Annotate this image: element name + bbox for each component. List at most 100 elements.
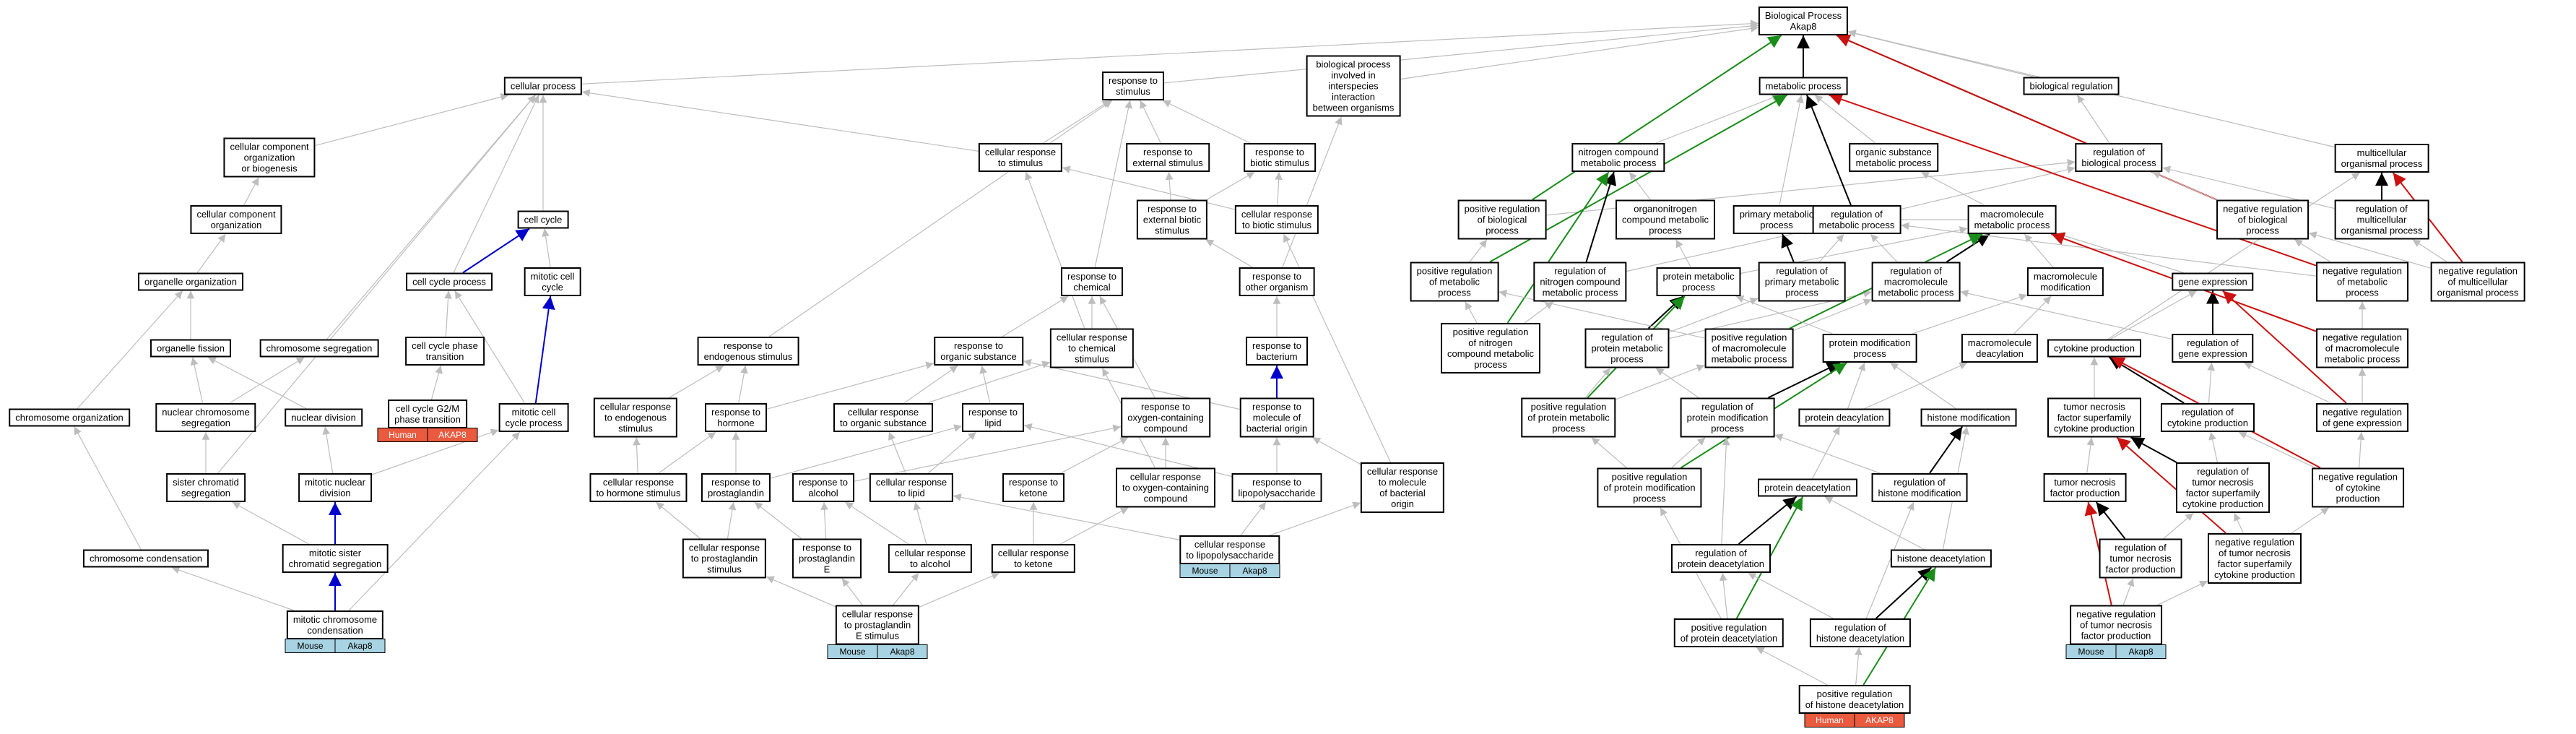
go-term-cellular-response-to-biotic-stimulus[interactable]: cellular response to biotic stimulus bbox=[1234, 205, 1319, 234]
go-term-macromolecule-modification[interactable]: macromolecule modification bbox=[2026, 267, 2104, 296]
go-term-macromolecule-metabolic-process[interactable]: macromolecule metabolic process bbox=[1967, 205, 2057, 234]
go-term-organic-substance-metabolic-process[interactable]: organic substance metabolic process bbox=[1849, 143, 1938, 172]
go-term-cellular-response-to-stimulus[interactable]: cellular response to stimulus bbox=[978, 143, 1063, 172]
go-term-response-to-other-organism[interactable]: response to other organism bbox=[1239, 267, 1315, 296]
go-term-response-to-endogenous-stimulus[interactable]: response to endogenous stimulus bbox=[697, 337, 799, 366]
go-term-mitotic-chromosome-condensation[interactable]: mitotic chromosome condensation bbox=[286, 610, 384, 639]
go-term-response-to-external-stimulus[interactable]: response to external stimulus bbox=[1126, 143, 1210, 172]
go-term-response-to-hormone[interactable]: response to hormone bbox=[705, 403, 767, 432]
go-term-primary-metabolic-process[interactable]: primary metabolic process bbox=[1732, 205, 1821, 234]
go-term-cc-org[interactable]: cellular component organization bbox=[190, 205, 282, 234]
go-term-cellular-response-to-lipopolysaccharide[interactable]: cellular response to lipopolysaccharide bbox=[1179, 535, 1280, 564]
go-term-sister-chromatid-segregation[interactable]: sister chromatid segregation bbox=[166, 473, 246, 502]
go-term-nuclear-chromosome-segregation[interactable]: nuclear chromosome segregation bbox=[155, 403, 256, 432]
go-term-mitotic-nuclear-division[interactable]: mitotic nuclear division bbox=[298, 473, 372, 502]
go-term-response-to-oxygen-compound[interactable]: response to oxygen-containing compound bbox=[1121, 397, 1210, 438]
go-term-negative-regulation-of-cytokine-production[interactable]: negative regulation of cytokine producti… bbox=[2312, 467, 2404, 508]
go-term-cellular-response-to-organic-substance[interactable]: cellular response to organic substance bbox=[833, 403, 933, 432]
go-term-positive-regulation-of-metabolic-process[interactable]: positive regulation of metabolic process bbox=[1410, 262, 1499, 302]
go-term-organelle-org[interactable]: organelle organization bbox=[138, 272, 243, 291]
go-term-cellular-response-to-oxygen-compound[interactable]: cellular response to oxygen-containing c… bbox=[1116, 467, 1215, 508]
go-term-cellular-response-to-prostaglandin[interactable]: cellular response to prostaglandin stimu… bbox=[682, 538, 767, 579]
go-term-positive-regulation-of-nitrogen-compound-metabolic-process[interactable]: positive regulation of nitrogen compound… bbox=[1441, 323, 1540, 374]
go-term-cellular-response-to-lipid[interactable]: cellular response to lipid bbox=[869, 473, 954, 502]
go-term-cellular-response-to-endogenous[interactable]: cellular response to endogenous stimulus bbox=[593, 397, 678, 438]
go-term-response-to-prostaglandin-e[interactable]: response to prostaglandin E bbox=[792, 538, 862, 579]
go-term-positive-regulation-of-protein-modification-process[interactable]: positive regulation of protein modificat… bbox=[1597, 467, 1702, 508]
go-term-negative-regulation-of-tnf-superfamily-cytokine-production[interactable]: negative regulation of tumor necrosis fa… bbox=[2207, 533, 2302, 584]
go-term-response-to-chemical[interactable]: response to chemical bbox=[1061, 267, 1123, 296]
go-term-regulation-of-histone-deacetylation[interactable]: regulation of histone deacetylation bbox=[1809, 618, 1912, 647]
go-term-response-to-alcohol[interactable]: response to alcohol bbox=[792, 473, 854, 502]
go-term-regulation-of-protein-modification-process[interactable]: regulation of protein modification proce… bbox=[1680, 397, 1775, 438]
go-term-organelle-fission[interactable]: organelle fission bbox=[150, 339, 231, 358]
go-term-response-to-organic-substance[interactable]: response to organic substance bbox=[934, 337, 1023, 366]
go-term-mitotic-sister-segregation[interactable]: mitotic sister chromatid segregation bbox=[282, 544, 389, 573]
go-term-cellular-response-to-chemical[interactable]: cellular response to chemical stimulus bbox=[1049, 328, 1135, 368]
go-term-regulation-of-protein-metabolic-process[interactable]: regulation of protein metabolic process bbox=[1584, 328, 1670, 368]
go-term-cc-org-or-biogenesis[interactable]: cellular component organization or bioge… bbox=[223, 137, 316, 178]
go-term-cell-cycle-process[interactable]: cell cycle process bbox=[406, 272, 493, 291]
go-term-bp-interspecies[interactable]: biological process involved in interspec… bbox=[1306, 55, 1401, 117]
go-term-cellular-response-to-prostaglandin-e[interactable]: cellular response to prostaglandin E sti… bbox=[835, 605, 920, 645]
go-term-cellular-response-to-alcohol[interactable]: cellular response to alcohol bbox=[888, 544, 973, 573]
go-term-multicellular-process[interactable]: multicellular organismal process bbox=[2334, 144, 2429, 173]
go-term-positive-regulation-of-biological-process[interactable]: positive regulation of biological proces… bbox=[1457, 199, 1547, 240]
go-term-negative-regulation-of-macromolecule-metabolic-process[interactable]: negative regulation of macromolecule met… bbox=[2316, 328, 2408, 368]
go-term-response-to-bacterium[interactable]: response to bacterium bbox=[1246, 337, 1308, 366]
go-term-protein-deacylation[interactable]: protein deacylation bbox=[1798, 408, 1891, 427]
go-term-histone-modification[interactable]: histone modification bbox=[1920, 408, 2017, 427]
go-term-negative-regulation-of-metabolic-process[interactable]: negative regulation of metabolic process bbox=[2316, 262, 2408, 302]
go-term-cytokine-production[interactable]: cytokine production bbox=[2047, 339, 2142, 358]
go-term-regulation-of-tnf-superfamily-cytokine-production[interactable]: regulation of tumor necrosis factor supe… bbox=[2175, 462, 2271, 513]
go-term-regulation-of-primary-metabolic-process[interactable]: regulation of primary metabolic process bbox=[1758, 262, 1846, 302]
go-term-histone-deacetylation[interactable]: histone deacetylation bbox=[1890, 549, 1992, 568]
go-term-g2m-phase-transition[interactable]: cell cycle G2/M phase transition bbox=[388, 400, 467, 428]
go-term-negative-regulation-of-gene-expression[interactable]: negative regulation of gene expression bbox=[2316, 403, 2408, 432]
go-term-response-to-prostaglandin[interactable]: response to prostaglandin bbox=[701, 473, 771, 502]
go-term-cell-cycle-phase-transition[interactable]: cell cycle phase transition bbox=[405, 337, 485, 366]
go-term-cellular-response-to-hormone[interactable]: cellular response to hormone stimulus bbox=[589, 473, 688, 502]
go-term-tumor-necrosis-factor-production[interactable]: tumor necrosis factor production bbox=[2043, 473, 2127, 502]
go-term-mitotic-cell-cycle-process[interactable]: mitotic cell cycle process bbox=[498, 403, 569, 432]
go-term-nitrogen-compound-metabolic-process[interactable]: nitrogen compound metabolic process bbox=[1571, 143, 1665, 172]
go-term-protein-modification-process[interactable]: protein modification process bbox=[1822, 334, 1917, 363]
go-term-response-to-lipopolysaccharide[interactable]: response to lipopolysaccharide bbox=[1231, 473, 1322, 502]
go-term-root[interactable]: Biological Process Akap8 bbox=[1758, 7, 1849, 35]
go-term-tnf-superfamily-cytokine-production[interactable]: tumor necrosis factor superfamily cytoki… bbox=[2047, 397, 2142, 438]
go-term-chromosome-segregation[interactable]: chromosome segregation bbox=[259, 339, 379, 358]
go-term-regulation-of-protein-deacetylation[interactable]: regulation of protein deacetylation bbox=[1671, 544, 1771, 573]
go-term-regulation-of-nitrogen-compound-metabolic-process[interactable]: regulation of nitrogen compound metaboli… bbox=[1533, 262, 1627, 302]
go-term-response-to-external-biotic-stimulus[interactable]: response to external biotic stimulus bbox=[1136, 199, 1208, 240]
go-term-response-to-lipid[interactable]: response to lipid bbox=[962, 403, 1024, 432]
go-term-regulation-of-cytokine-production[interactable]: regulation of cytokine production bbox=[2160, 403, 2255, 432]
go-term-protein-metabolic-process[interactable]: protein metabolic process bbox=[1656, 267, 1741, 296]
go-term-negative-regulation-of-biological-process[interactable]: negative regulation of biological proces… bbox=[2216, 199, 2309, 240]
go-term-positive-regulation-of-macromolecule-metabolic-process[interactable]: positive regulation of macromolecule met… bbox=[1704, 328, 1794, 368]
go-term-positive-regulation-of-protein-metabolic-process[interactable]: positive regulation of protein metabolic… bbox=[1521, 397, 1616, 438]
go-term-regulation-of-macromolecule-metabolic-process[interactable]: regulation of macromolecule metabolic pr… bbox=[1871, 262, 1961, 302]
go-term-regulation-of-gene-expression[interactable]: regulation of gene expression bbox=[2172, 334, 2254, 363]
go-term-regulation-of-tumor-necrosis-factor-production[interactable]: regulation of tumor necrosis factor prod… bbox=[2099, 538, 2182, 579]
go-term-positive-regulation-of-histone-deacetylation[interactable]: positive regulation of histone deacetyla… bbox=[1798, 685, 1911, 714]
go-term-regulation-of-biological-process[interactable]: regulation of biological process bbox=[2075, 143, 2163, 172]
go-term-response-to-ketone[interactable]: response to ketone bbox=[1002, 473, 1064, 502]
go-term-regulation-of-metabolic-process[interactable]: regulation of metabolic process bbox=[1812, 205, 1901, 234]
go-term-nuclear-division[interactable]: nuclear division bbox=[285, 408, 363, 427]
go-term-positive-regulation-of-protein-deacetylation[interactable]: positive regulation of protein deacetyla… bbox=[1673, 618, 1784, 647]
go-term-regulation-of-multicellular-process[interactable]: regulation of multicellular organismal p… bbox=[2334, 199, 2429, 240]
go-term-cell-cycle[interactable]: cell cycle bbox=[517, 210, 569, 229]
go-term-negative-regulation-of-tumor-necrosis-factor-production[interactable]: negative regulation of tumor necrosis fa… bbox=[2070, 605, 2162, 645]
go-term-response-to-bacterial-molecule[interactable]: response to molecule of bacterial origin bbox=[1239, 397, 1314, 438]
go-term-response-to-biotic-stimulus[interactable]: response to biotic stimulus bbox=[1244, 143, 1316, 172]
go-term-response-to-stimulus[interactable]: response to stimulus bbox=[1102, 72, 1164, 100]
go-term-gene-expression[interactable]: gene expression bbox=[2172, 272, 2254, 291]
go-term-cellular-response-to-ketone[interactable]: cellular response to ketone bbox=[991, 544, 1076, 573]
go-term-organonitrogen-compound-metabolic-process[interactable]: organonitrogen compound metabolic proces… bbox=[1616, 199, 1715, 240]
go-term-chromosome-org[interactable]: chromosome organization bbox=[9, 408, 130, 427]
go-term-protein-deacetylation[interactable]: protein deacetylation bbox=[1758, 478, 1857, 497]
go-term-regulation-of-histone-modification[interactable]: regulation of histone modification bbox=[1871, 473, 1968, 502]
go-term-cellular-response-to-bacterial-molecule[interactable]: cellular response to molecule of bacteri… bbox=[1360, 462, 1445, 513]
go-term-macromolecule-deacylation[interactable]: macromolecule deacylation bbox=[1961, 334, 2039, 363]
go-term-negative-regulation-of-multicellular-process[interactable]: negative regulation of multicellular org… bbox=[2430, 262, 2525, 302]
